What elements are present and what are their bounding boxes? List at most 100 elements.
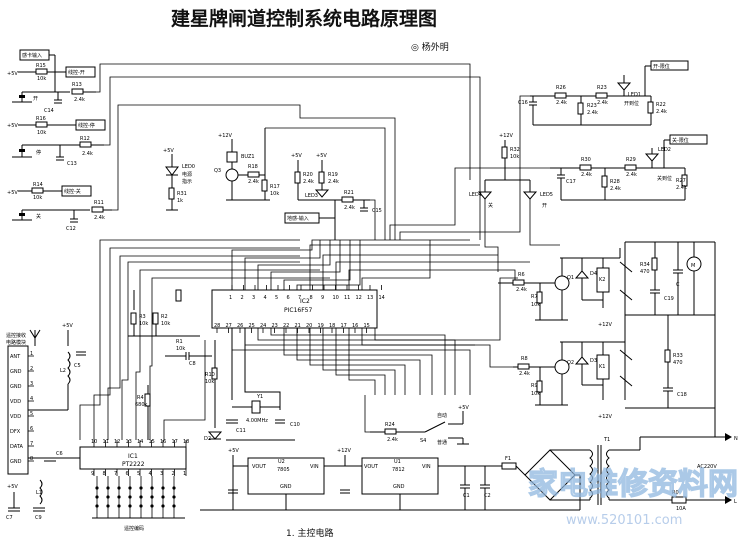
- svg-text:C19: C19: [664, 296, 674, 302]
- r20: [294, 171, 301, 184]
- rf-pin-num-5: 5: [30, 411, 33, 417]
- open-limit-section: 开-限位 R26 2.4k R23 2.4k R23 2.4k C16 LED1…: [518, 60, 689, 126]
- r1: [175, 289, 182, 302]
- svg-text:R17: R17: [270, 184, 280, 190]
- svg-text:R0: R0: [672, 490, 679, 496]
- svg-text:1k: 1k: [177, 198, 183, 204]
- rf-pin-data-7: DATA: [10, 444, 23, 450]
- r21: [341, 196, 354, 203]
- rf-pin-gnd-2: GND: [10, 369, 22, 375]
- svg-text:2.4k: 2.4k: [587, 110, 598, 116]
- dec-pin-10: 10: [91, 439, 97, 445]
- sensor-section: +5V +5V R20 2.4k R19 2.4k LED3 R21 2.4k …: [284, 153, 382, 240]
- svg-text:10k: 10k: [37, 76, 46, 82]
- mcu-pin-7: 7: [298, 295, 301, 301]
- svg-text:N: N: [734, 436, 738, 442]
- svg-text:停: 停: [36, 149, 41, 156]
- r22: [647, 101, 654, 114]
- svg-text:遥控编码: 遥控编码: [124, 525, 144, 532]
- card-input-label: 感卡输入: [22, 52, 42, 59]
- svg-text:+12V: +12V: [598, 414, 613, 420]
- svg-text:+5V: +5V: [7, 123, 18, 129]
- svg-text:10k: 10k: [510, 154, 519, 160]
- dec-pin-15: 15: [149, 439, 155, 445]
- power-input-section: F1 T1 R0 10A N L AC220V: [500, 433, 738, 512]
- svg-text:VOUT: VOUT: [252, 464, 267, 470]
- buzzer-section: +12V BUZ1 Q3 R18 2.4k R17 10k: [214, 127, 386, 240]
- svg-text:10k: 10k: [531, 391, 540, 397]
- svg-text:R29: R29: [626, 157, 636, 163]
- svg-text:C11: C11: [236, 428, 246, 434]
- mcu-pin-13: 13: [367, 295, 373, 301]
- svg-text:2.4k: 2.4k: [328, 179, 339, 185]
- svg-text:Q1: Q1: [567, 275, 574, 281]
- svg-text:普通: 普通: [437, 439, 447, 446]
- svg-text:Q2: Q2: [567, 360, 574, 366]
- mcu-pin-1: 1: [229, 295, 232, 301]
- svg-text:+5V: +5V: [62, 323, 73, 329]
- l2: [67, 351, 71, 385]
- svg-text:+12V: +12V: [499, 133, 514, 139]
- mcu-pin-23: 23: [272, 323, 278, 329]
- svg-text:2.4k: 2.4k: [656, 109, 667, 115]
- u2: [247, 457, 325, 495]
- svg-text:C9: C9: [35, 515, 42, 521]
- svg-text:R6: R6: [518, 272, 525, 278]
- svg-text:关: 关: [488, 202, 493, 209]
- svg-text:R22: R22: [656, 102, 666, 108]
- svg-text:2.4k: 2.4k: [626, 172, 637, 178]
- svg-text:C5: C5: [74, 363, 81, 369]
- svg-text:LED5: LED5: [540, 192, 553, 198]
- svg-text:R7: R7: [531, 294, 538, 300]
- dec-pin-16: 16: [160, 439, 166, 445]
- svg-text:10A: 10A: [676, 506, 686, 512]
- svg-text:D4: D4: [590, 271, 597, 277]
- svg-text:M: M: [691, 263, 695, 269]
- svg-text:2.4k: 2.4k: [82, 151, 93, 157]
- r6: [512, 279, 525, 286]
- svg-text:R34: R34: [640, 262, 650, 268]
- svg-text:C12: C12: [66, 226, 76, 232]
- svg-text:PIC16F57: PIC16F57: [284, 307, 312, 314]
- svg-text:R20: R20: [303, 172, 313, 178]
- r2: [152, 312, 159, 325]
- svg-text:+12V: +12V: [598, 322, 613, 328]
- svg-text:+5V: +5V: [7, 484, 18, 490]
- r31: [168, 187, 175, 200]
- svg-text:R13: R13: [72, 82, 82, 88]
- svg-text:R4: R4: [137, 395, 144, 401]
- mcu-resistors: R3 10k R2 10k R1 10k C8 R10 10k D2: [128, 289, 223, 442]
- svg-text:BUZ1: BUZ1: [241, 154, 255, 160]
- dec-pin-2: 2: [172, 471, 175, 477]
- svg-text:10k: 10k: [205, 379, 214, 385]
- relay-driver-close: R8 2.4k R9 10k Q2 D3 K1 +12V: [513, 341, 633, 420]
- rf-pin-num-3: 3: [30, 381, 33, 387]
- svg-text:VOUT: VOUT: [364, 464, 379, 470]
- mcu-pin-22: 22: [283, 323, 289, 329]
- svg-text:7812: 7812: [392, 467, 405, 473]
- svg-text:4.00MHz: 4.00MHz: [246, 418, 268, 424]
- watermark: 家电维修资料网: [528, 467, 738, 502]
- svg-text:R1: R1: [176, 339, 183, 345]
- svg-text:GND: GND: [393, 484, 405, 490]
- svg-text:指示: 指示: [182, 178, 192, 185]
- r33: [664, 349, 671, 363]
- svg-text:2.4k: 2.4k: [344, 205, 355, 211]
- r23b: [577, 102, 584, 115]
- l-terminal: [725, 496, 732, 504]
- power-led-section: +5V LED0 电源 指示 R31 1k: [163, 148, 195, 211]
- r32: [501, 146, 508, 159]
- mcu-pin-20: 20: [306, 323, 312, 329]
- dec-pin-18: 18: [183, 439, 189, 445]
- r23: [595, 92, 608, 99]
- d4: [574, 270, 590, 279]
- dec-pin-4: 4: [149, 471, 152, 477]
- f1: [501, 462, 517, 470]
- led4: [477, 191, 493, 200]
- open-key: [19, 95, 25, 98]
- svg-text:R18: R18: [248, 164, 258, 170]
- svg-text:关到位: 关到位: [657, 175, 672, 182]
- svg-text:2.4k: 2.4k: [303, 179, 314, 185]
